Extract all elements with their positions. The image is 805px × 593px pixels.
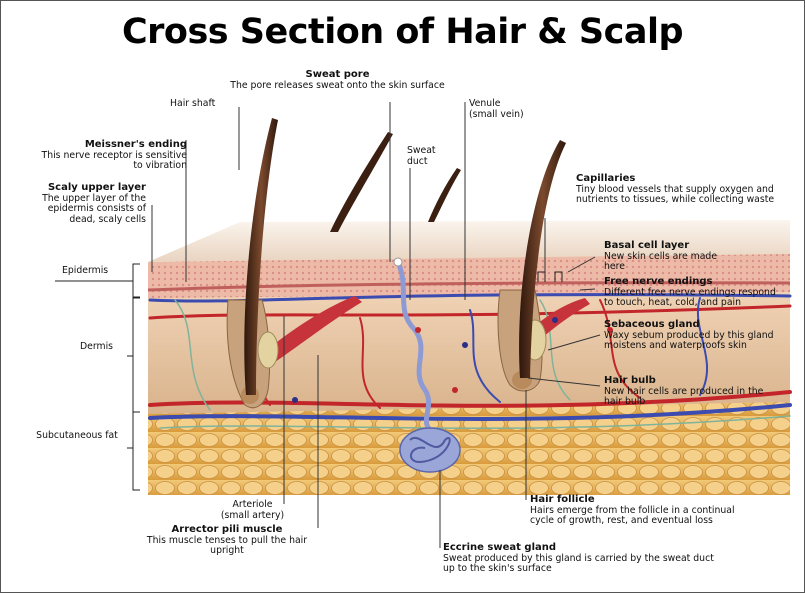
arrector-desc: This muscle tenses to pull the hair upri… bbox=[146, 534, 308, 556]
label-free-nerve-endings: Free nerve endings Different free nerve … bbox=[604, 276, 779, 309]
sweat-pore-desc: The pore releases sweat onto the skin su… bbox=[230, 79, 445, 91]
subcutaneous-fat-layer bbox=[148, 400, 790, 495]
blood-vessels bbox=[148, 293, 792, 430]
eccrine-desc: Sweat produced by this gland is carried … bbox=[443, 552, 714, 574]
leader-lines bbox=[151, 102, 601, 548]
basal-layer-bracket bbox=[537, 271, 563, 282]
skin-surface bbox=[148, 220, 790, 262]
label-hair-bulb: Hair bulb New hair cells are produced in… bbox=[604, 375, 774, 408]
label-arrector-pili-muscle: Arrector pili muscle This muscle tenses … bbox=[142, 524, 312, 557]
basal-title: Basal cell layer bbox=[604, 240, 690, 251]
label-eccrine-sweat-gland: Eccrine sweat gland Sweat produced by th… bbox=[443, 542, 728, 575]
label-capillaries: Capillaries Tiny blood vessels that supp… bbox=[576, 173, 781, 206]
epidermis-layer bbox=[147, 252, 791, 298]
label-epidermis: Epidermis bbox=[62, 265, 109, 277]
eccrine-sweat-gland bbox=[399, 427, 461, 473]
dermis-title: Dermis bbox=[80, 341, 114, 352]
arrector-title: Arrector pili muscle bbox=[171, 524, 283, 535]
venule-title: Venule bbox=[469, 98, 501, 109]
capillaries-title: Capillaries bbox=[576, 173, 636, 184]
label-hair-shaft: Hair shaft bbox=[170, 98, 216, 110]
meissner-desc: This nerve receptor is sensitive to vibr… bbox=[41, 149, 187, 171]
layer-brackets bbox=[55, 263, 140, 491]
page-title: Cross Section of Hair & Scalp bbox=[121, 12, 684, 52]
label-sweat-pore: Sweat pore The pore releases sweat onto … bbox=[230, 69, 445, 91]
label-sebaceous-gland: Sebaceous gland Waxy sebum produced by t… bbox=[604, 319, 779, 352]
sebaceous-desc: Waxy sebum produced by this gland moiste… bbox=[604, 329, 774, 351]
label-hair-follicle: Hair follicle Hairs emerge from the foll… bbox=[530, 494, 760, 527]
hair-follicle-desc: Hairs emerge from the follicle in a cont… bbox=[530, 504, 735, 526]
arteriole-title: Arteriole bbox=[232, 499, 273, 510]
label-meissners-ending: Meissner's ending This nerve receptor is… bbox=[40, 139, 187, 172]
nerve-endings bbox=[292, 317, 613, 403]
venule-desc: (small vein) bbox=[469, 108, 524, 120]
free-nerve-title: Free nerve endings bbox=[604, 276, 713, 287]
scaly-upper-title: Scaly upper layer bbox=[47, 182, 146, 193]
basal-desc: New skin cells are made here bbox=[604, 250, 718, 272]
scaly-upper-desc: The upper layer of the epidermis consist… bbox=[42, 192, 146, 225]
sebaceous-title: Sebaceous gland bbox=[604, 319, 700, 330]
subcutaneous-title: Subcutaneous fat bbox=[36, 430, 118, 441]
epidermis-title: Epidermis bbox=[62, 265, 109, 276]
hair-follicle-title: Hair follicle bbox=[530, 494, 595, 505]
arteriole-desc: (small artery) bbox=[220, 509, 285, 521]
meissner-title: Meissner's ending bbox=[84, 139, 187, 150]
eccrine-title: Eccrine sweat gland bbox=[443, 542, 557, 553]
label-subcutaneous-fat: Subcutaneous fat bbox=[32, 430, 122, 442]
sweat-duct-title: Sweat duct bbox=[407, 145, 436, 167]
label-sweat-duct: Sweat duct bbox=[407, 145, 452, 167]
hair-bulb-title: Hair bulb bbox=[604, 375, 656, 386]
label-scaly-upper-layer: Scaly upper layer The upper layer of the… bbox=[40, 182, 146, 225]
free-nerve-desc: Different free nerve endings respond to … bbox=[604, 286, 776, 308]
hair-shaft-title: Hair shaft bbox=[170, 98, 216, 109]
sweat-duct bbox=[393, 257, 433, 432]
sweat-pore-title: Sweat pore bbox=[305, 69, 370, 80]
hair-bulb-desc: New hair cells are produced in the hair … bbox=[604, 385, 764, 407]
label-venule: Venule (small vein) bbox=[469, 98, 554, 120]
capillaries-desc: Tiny blood vessels that supply oxygen an… bbox=[576, 183, 775, 205]
label-arteriole: Arteriole (small artery) bbox=[205, 499, 300, 521]
label-dermis: Dermis bbox=[80, 341, 114, 353]
hair-shafts bbox=[244, 118, 566, 395]
label-basal-cell-layer: Basal cell layer New skin cells are made… bbox=[604, 240, 734, 273]
